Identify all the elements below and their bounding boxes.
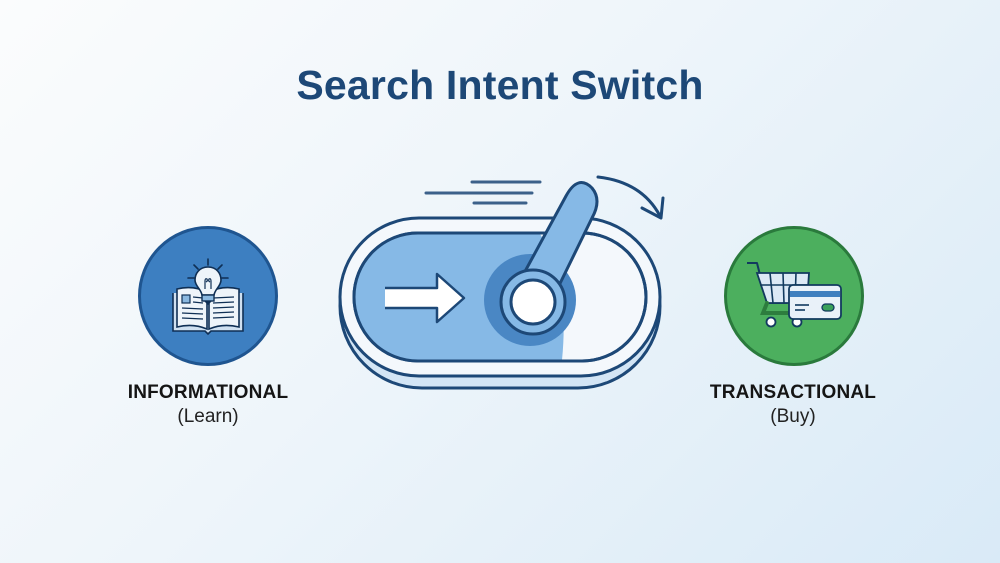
informational-subtitle: (Learn) [177,406,239,427]
transactional-label: TRANSACTIONAL (Buy) [683,382,903,428]
book-lightbulb-icon [172,258,244,336]
transactional-subtitle: (Buy) [770,406,816,427]
informational-circle [138,226,278,366]
transactional-title: TRANSACTIONAL [709,382,877,403]
intent-toggle-switch[interactable] [330,160,670,405]
transactional-circle [724,226,864,366]
informational-label: INFORMATIONAL (Learn) [98,382,318,428]
informational-title: INFORMATIONAL [127,382,289,403]
page-title: Search Intent Switch [296,62,704,108]
cart-credit-card-icon [747,262,842,328]
toggle-switch-icon [338,175,665,390]
